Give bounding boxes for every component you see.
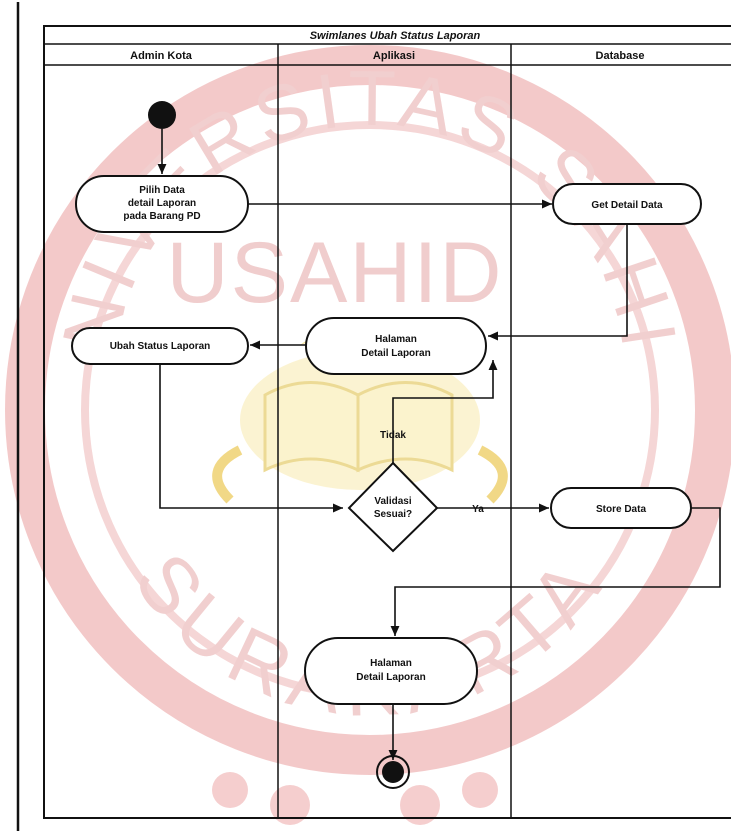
lane-label-database: Database [596, 50, 645, 62]
svg-text:Sesuai?: Sesuai? [374, 509, 412, 520]
action-ubah-status-laporan: Ubah Status Laporan [71, 327, 249, 365]
action-pilih-data: Pilih Data detail Laporan pada Barang PD [75, 175, 249, 233]
decision-validasi: Validasi Sesuai? [347, 461, 439, 553]
action-get-detail-data: Get Detail Data [552, 183, 702, 225]
svg-text:Store Data: Store Data [596, 504, 646, 515]
book-emblem-icon [212, 322, 508, 504]
frame-border [43, 25, 731, 819]
diagram-title: Swimlanes Ubah Status Laporan [310, 30, 481, 42]
edge-store-to-halaman2 [390, 507, 721, 636]
lane-label-aplikasi: Aplikasi [373, 50, 415, 62]
seal-blobs-icon [212, 772, 498, 825]
lane-label-admin: Admin Kota [130, 50, 193, 62]
edge-label-ya: Ya [472, 504, 484, 515]
action-halaman-detail-laporan-1: Halaman Detail Laporan [305, 317, 487, 375]
action-store-data: Store Data [550, 487, 692, 529]
svg-text:pada Barang PD: pada Barang PD [123, 211, 200, 222]
action-halaman-detail-laporan-2: Halaman Detail Laporan [304, 637, 478, 705]
edge-get-to-halaman [488, 222, 628, 341]
end-node [376, 755, 410, 789]
svg-text:Pilih Data: Pilih Data [139, 185, 185, 196]
svg-text:Detail Laporan: Detail Laporan [361, 348, 430, 359]
svg-text:Get Detail Data: Get Detail Data [591, 200, 663, 211]
start-node [148, 101, 176, 129]
edges [157, 129, 721, 760]
svg-text:Halaman: Halaman [375, 334, 417, 345]
watermark-center-text: USAHID [167, 225, 504, 321]
svg-text:Ubah Status Laporan: Ubah Status Laporan [110, 341, 211, 352]
edge-label-tidak: Tidak [380, 430, 406, 441]
svg-text:Detail Laporan: Detail Laporan [356, 672, 425, 683]
swimlane-frame [16, 2, 731, 831]
svg-text:Validasi: Validasi [374, 496, 411, 507]
svg-text:Halaman: Halaman [370, 658, 412, 669]
svg-text:detail Laporan: detail Laporan [128, 198, 196, 209]
edge-ubah-to-validasi [159, 362, 343, 513]
edge-validasi-tidak [392, 360, 498, 470]
